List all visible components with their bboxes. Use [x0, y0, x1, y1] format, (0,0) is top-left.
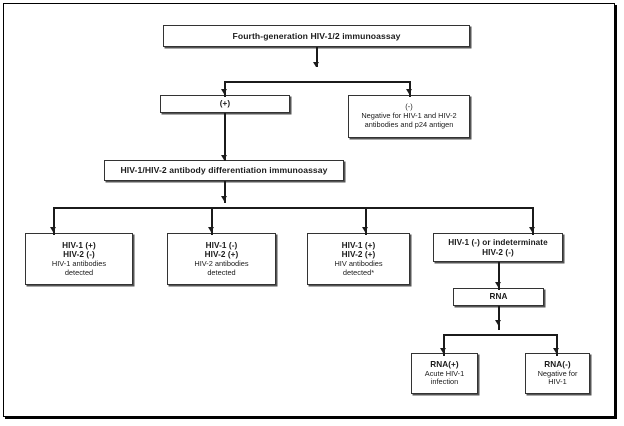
arrow-to-positive	[221, 89, 227, 94]
connector-positive-to-differentiation	[224, 113, 226, 161]
node-positive: (+)	[160, 95, 290, 113]
node-line-2: antibodies and p24 antigen	[364, 119, 454, 129]
node-title: (-)	[405, 102, 413, 112]
node-line-2: HIV-2 (-)	[482, 247, 514, 257]
node-line-1: HIV-1 (-)	[205, 240, 238, 250]
node-result-hiv1-pos-hiv2-neg: HIV-1 (+) HIV-2 (-) HIV-1 antibodies det…	[25, 233, 133, 285]
node-line-4: detected	[207, 267, 236, 277]
node-line-4: detected*	[342, 267, 375, 277]
node-line-3: HIV-1	[548, 377, 567, 387]
node-title: (+)	[219, 99, 231, 109]
arrow-to-result-1	[50, 227, 56, 232]
node-line-1: HIV-1 (-) or indeterminate	[448, 237, 548, 247]
node-title: Fourth-generation HIV-1/2 immunoassay	[232, 30, 401, 41]
arrow-differentiation-stem	[221, 196, 227, 201]
node-line-1: HIV-1 (+)	[62, 240, 96, 250]
node-differentiation-immunoassay: HIV-1/HIV-2 antibody differentiation imm…	[104, 160, 344, 181]
arrow-to-negative	[406, 89, 412, 94]
node-rna-positive: RNA(+) Acute HIV-1 infection	[411, 353, 478, 394]
connector-to-result-4	[532, 207, 534, 235]
node-line-2: HIV-2 (-)	[63, 250, 95, 260]
connector-assay-stem	[316, 47, 318, 67]
node-line-2: HIV-2 (+)	[341, 250, 376, 260]
node-line-3: infection	[430, 377, 459, 387]
arrow-to-result-3	[362, 227, 368, 232]
connector-split-bar-results	[53, 207, 533, 209]
node-line-4: detected	[64, 267, 94, 277]
node-line-3: HIV antibodies	[334, 258, 383, 268]
node-rna-negative: RNA(-) Negative for HIV-1	[525, 353, 590, 394]
connector-to-rna-positive	[443, 334, 445, 356]
node-line-1: RNA(-)	[544, 359, 571, 369]
node-title: HIV-1/HIV-2 antibody differentiation imm…	[120, 165, 328, 176]
connector-to-rna-negative	[556, 334, 558, 356]
arrow-to-result-2	[208, 227, 214, 232]
arrow-result4-to-rna	[495, 282, 501, 287]
node-fourth-generation-immunoassay: Fourth-generation HIV-1/2 immunoassay	[163, 25, 470, 47]
connector-result4-to-rna	[498, 262, 500, 290]
arrow-to-rna-positive	[440, 348, 446, 353]
connector-to-result-3	[365, 207, 367, 235]
arrow-to-result-4	[529, 227, 535, 232]
node-line-3: HIV-2 antibodies	[194, 258, 249, 268]
arrow-assay-stem	[313, 62, 319, 67]
node-result-hiv1-pos-hiv2-pos: HIV-1 (+) HIV-2 (+) HIV antibodies detec…	[307, 233, 410, 285]
arrow-rna-stem	[495, 320, 501, 325]
node-line-1: Negative for HIV-1 and HIV-2	[361, 111, 457, 121]
node-line-2: HIV-2 (+)	[204, 250, 239, 260]
node-line-2: Acute HIV-1	[424, 368, 465, 378]
arrow-positive-to-differentiation	[221, 155, 227, 160]
connector-split-bar-rna	[443, 334, 557, 336]
connector-differentiation-stem	[224, 181, 226, 203]
node-line-3: HIV-1 antibodies	[51, 258, 107, 268]
node-result-hiv1-neg-hiv2-pos: HIV-1 (-) HIV-2 (+) HIV-2 antibodies det…	[167, 233, 276, 285]
connector-to-result-1	[53, 207, 55, 235]
node-negative: (-) Negative for HIV-1 and HIV-2 antibod…	[348, 95, 470, 138]
figure-border	[3, 3, 615, 417]
node-line-1: RNA(+)	[430, 359, 459, 369]
node-result-hiv1-neg-or-indeterminate: HIV-1 (-) or indeterminate HIV-2 (-)	[433, 233, 563, 262]
node-line-1: HIV-1 (+)	[341, 240, 376, 250]
arrow-to-rna-negative	[553, 348, 559, 353]
connector-rna-stem	[498, 306, 500, 330]
connector-to-result-2	[211, 207, 213, 235]
node-title: RNA	[489, 292, 508, 302]
node-rna: RNA	[453, 288, 544, 306]
node-line-2: Negative for	[537, 368, 578, 378]
connector-split-bar-top	[224, 81, 410, 83]
